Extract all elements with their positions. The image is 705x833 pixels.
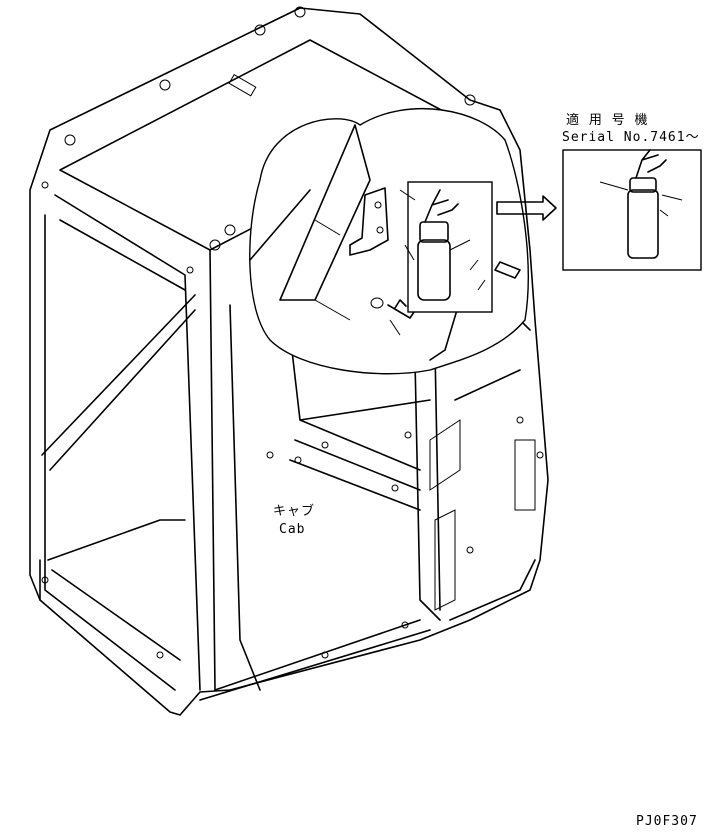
drawing-code: PJ0F307	[636, 814, 698, 829]
serial-view-box	[562, 149, 702, 271]
washer	[370, 297, 384, 309]
fire-extinguisher	[404, 189, 459, 301]
arrow-right	[496, 195, 557, 221]
magnified-view	[249, 107, 529, 375]
bracket	[349, 187, 389, 256]
cab-frame	[29, 6, 549, 716]
cab-label-jp: キャブ	[273, 504, 316, 519]
cab-label-en: Cab	[279, 522, 306, 537]
serial-number: Serial No.7461～	[562, 130, 700, 145]
serial-header: 適 用 号 機	[566, 113, 649, 128]
